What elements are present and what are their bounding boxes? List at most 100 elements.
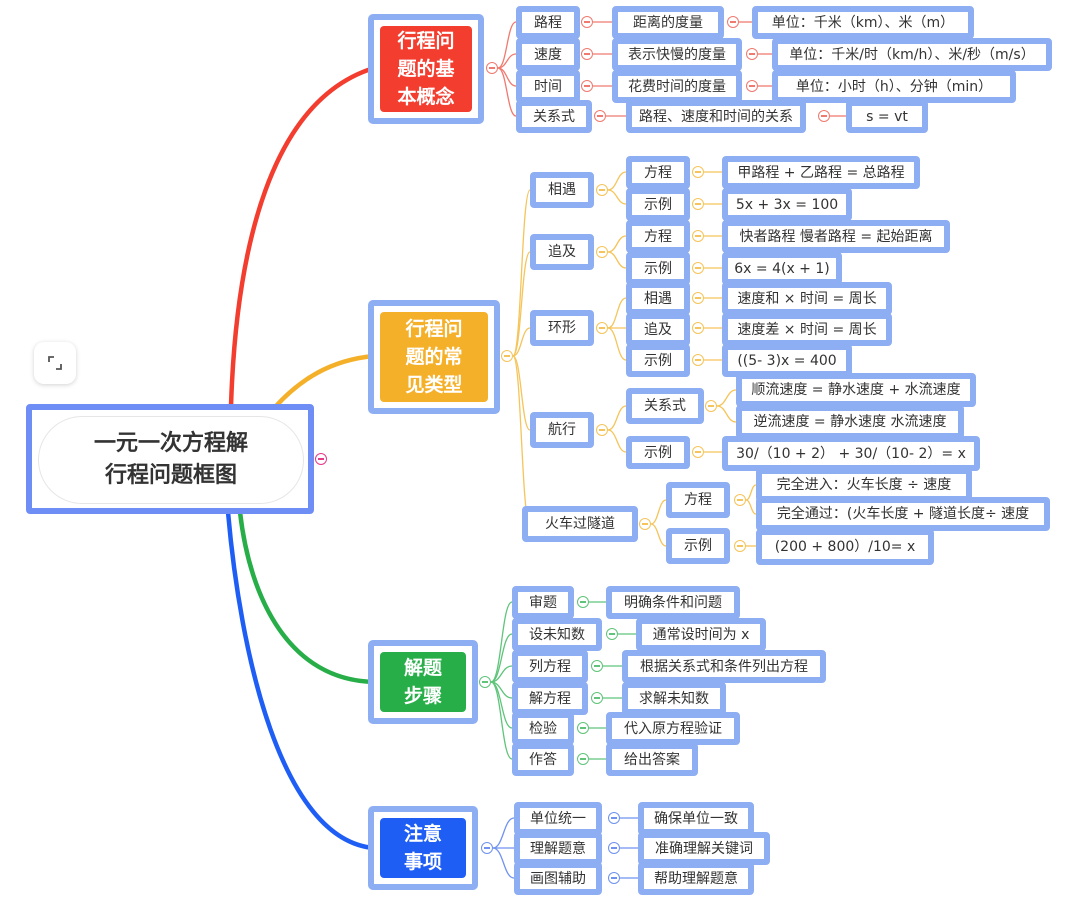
collapse-toggle[interactable]	[596, 246, 608, 258]
step-solve-equation[interactable]: 解方程	[512, 682, 588, 715]
step-solve-equation-desc[interactable]: 求解未知数	[622, 682, 726, 715]
ring-chase[interactable]: 追及	[626, 313, 690, 346]
note-units[interactable]: 单位统一	[514, 802, 602, 835]
boat-example-value[interactable]: 30/（10 + 2） + 30/（10- 2）= x	[722, 436, 980, 471]
chase-example-value[interactable]: 6x = 4(x + 1)	[722, 252, 842, 285]
boat-relation[interactable]: 关系式	[626, 388, 704, 424]
chase-equation[interactable]: 方程	[626, 220, 690, 253]
collapse-toggle[interactable]	[486, 62, 498, 74]
chase-example[interactable]: 示例	[626, 252, 690, 285]
boat-example[interactable]: 示例	[626, 436, 690, 469]
collapse-toggle[interactable]	[596, 424, 608, 436]
collapse-toggle[interactable]	[596, 322, 608, 334]
collapse-toggle[interactable]	[727, 16, 739, 28]
concept-distance-desc[interactable]: 距离的度量	[612, 6, 724, 39]
concept-formula[interactable]: s = vt	[846, 100, 928, 133]
note-understand[interactable]: 理解题意	[514, 832, 602, 865]
collapse-toggle[interactable]	[581, 16, 593, 28]
concept-time-desc[interactable]: 花费时间的度量	[612, 70, 742, 103]
collapse-toggle[interactable]	[581, 80, 593, 92]
collapse-toggle[interactable]	[692, 292, 704, 304]
collapse-toggle[interactable]	[596, 184, 608, 196]
root-collapse-toggle[interactable]	[315, 453, 327, 465]
branch-basic-concepts[interactable]: 行程问 题的基 本概念	[368, 14, 484, 124]
collapse-toggle[interactable]	[608, 842, 620, 854]
collapse-toggle[interactable]	[501, 350, 513, 362]
collapse-toggle[interactable]	[639, 518, 651, 530]
collapse-toggle[interactable]	[692, 354, 704, 366]
collapse-toggle[interactable]	[746, 80, 758, 92]
meet-equation[interactable]: 方程	[626, 156, 690, 189]
note-diagram[interactable]: 画图辅助	[514, 862, 602, 895]
collapse-toggle[interactable]	[608, 872, 620, 884]
train-example-value[interactable]: (200 + 800）/10= x	[756, 529, 934, 565]
collapse-toggle[interactable]	[608, 812, 620, 824]
collapse-toggle[interactable]	[692, 230, 704, 242]
concept-relation[interactable]: 关系式	[516, 100, 592, 133]
step-set-unknown-desc[interactable]: 通常设时间为 x	[636, 618, 766, 651]
collapse-toggle[interactable]	[692, 322, 704, 334]
ring-chase-value[interactable]: 速度差 × 时间 = 周长	[722, 313, 892, 346]
concept-time[interactable]: 时间	[516, 70, 580, 103]
ring-meet-value[interactable]: 速度和 × 时间 = 周长	[722, 282, 892, 315]
step-write-equation[interactable]: 列方程	[512, 650, 588, 683]
collapse-toggle[interactable]	[746, 48, 758, 60]
collapse-toggle[interactable]	[692, 446, 704, 458]
chase-equation-value[interactable]: 快者路程 慢者路程 = 起始距离	[722, 220, 950, 253]
concept-relation-desc[interactable]: 路程、速度和时间的关系	[626, 100, 806, 133]
collapse-toggle[interactable]	[591, 692, 603, 704]
branch-common-types[interactable]: 行程问 题的常 见类型	[368, 300, 500, 414]
concept-speed[interactable]: 速度	[516, 38, 580, 71]
type-boat[interactable]: 航行	[530, 412, 594, 448]
collapse-toggle[interactable]	[734, 540, 746, 552]
type-ring[interactable]: 环形	[530, 310, 594, 346]
step-write-equation-desc[interactable]: 根据关系式和条件列出方程	[622, 650, 826, 683]
ring-meet[interactable]: 相遇	[626, 282, 690, 315]
train-equation[interactable]: 方程	[666, 482, 730, 518]
collapse-toggle[interactable]	[705, 400, 717, 412]
ring-example[interactable]: 示例	[626, 344, 690, 377]
type-chase[interactable]: 追及	[530, 234, 594, 270]
collapse-toggle[interactable]	[594, 110, 606, 122]
type-train[interactable]: 火车过隧道	[522, 506, 638, 542]
train-pass-formula[interactable]: 完全通过：(火车长度 + 隧道长度÷ 速度	[756, 497, 1050, 531]
collapse-toggle[interactable]	[818, 110, 830, 122]
collapse-toggle[interactable]	[606, 628, 618, 640]
concept-speed-unit[interactable]: 单位：千米/时（km/h）、米/秒（m/s）	[772, 38, 1052, 71]
step-check-desc[interactable]: 代入原方程验证	[606, 712, 740, 745]
collapse-toggle[interactable]	[577, 722, 589, 734]
fit-screen-button[interactable]	[34, 342, 76, 384]
concept-time-unit[interactable]: 单位：小时（h）、分钟（min）	[772, 70, 1016, 103]
concept-distance[interactable]: 路程	[516, 6, 580, 39]
collapse-toggle[interactable]	[734, 494, 746, 506]
step-check[interactable]: 检验	[512, 712, 574, 745]
collapse-toggle[interactable]	[481, 842, 493, 854]
collapse-toggle[interactable]	[692, 166, 704, 178]
concept-speed-desc[interactable]: 表示快慢的度量	[612, 38, 742, 71]
collapse-toggle[interactable]	[692, 198, 704, 210]
collapse-toggle[interactable]	[581, 48, 593, 60]
boat-downstream-formula[interactable]: 顺流速度 = 静水速度 + 水流速度	[736, 373, 976, 407]
collapse-toggle[interactable]	[479, 676, 491, 688]
root-node[interactable]: 一元一次方程解 行程问题框图	[26, 404, 314, 514]
train-example[interactable]: 示例	[666, 528, 730, 564]
collapse-toggle[interactable]	[591, 660, 603, 672]
note-units-desc[interactable]: 确保单位一致	[638, 802, 754, 835]
collapse-toggle[interactable]	[692, 262, 704, 274]
branch-notes[interactable]: 注意 事项	[368, 806, 478, 890]
collapse-toggle[interactable]	[577, 596, 589, 608]
step-read-desc[interactable]: 明确条件和问题	[606, 586, 740, 619]
step-answer[interactable]: 作答	[512, 743, 574, 776]
meet-example[interactable]: 示例	[626, 188, 690, 221]
branch-solving-steps[interactable]: 解题 步骤	[368, 640, 478, 724]
meet-equation-value[interactable]: 甲路程 + 乙路程 = 总路程	[722, 156, 920, 189]
note-understand-desc[interactable]: 准确理解关键词	[638, 832, 770, 865]
concept-distance-unit[interactable]: 单位：千米（km）、米（m）	[752, 6, 974, 39]
type-meet[interactable]: 相遇	[530, 172, 594, 208]
boat-upstream-formula[interactable]: 逆流速度 = 静水速度 水流速度	[736, 405, 964, 439]
collapse-toggle[interactable]	[577, 753, 589, 765]
meet-example-value[interactable]: 5x + 3x = 100	[722, 188, 852, 221]
step-set-unknown[interactable]: 设未知数	[512, 618, 602, 651]
step-answer-desc[interactable]: 给出答案	[606, 743, 698, 776]
note-diagram-desc[interactable]: 帮助理解题意	[638, 862, 754, 895]
